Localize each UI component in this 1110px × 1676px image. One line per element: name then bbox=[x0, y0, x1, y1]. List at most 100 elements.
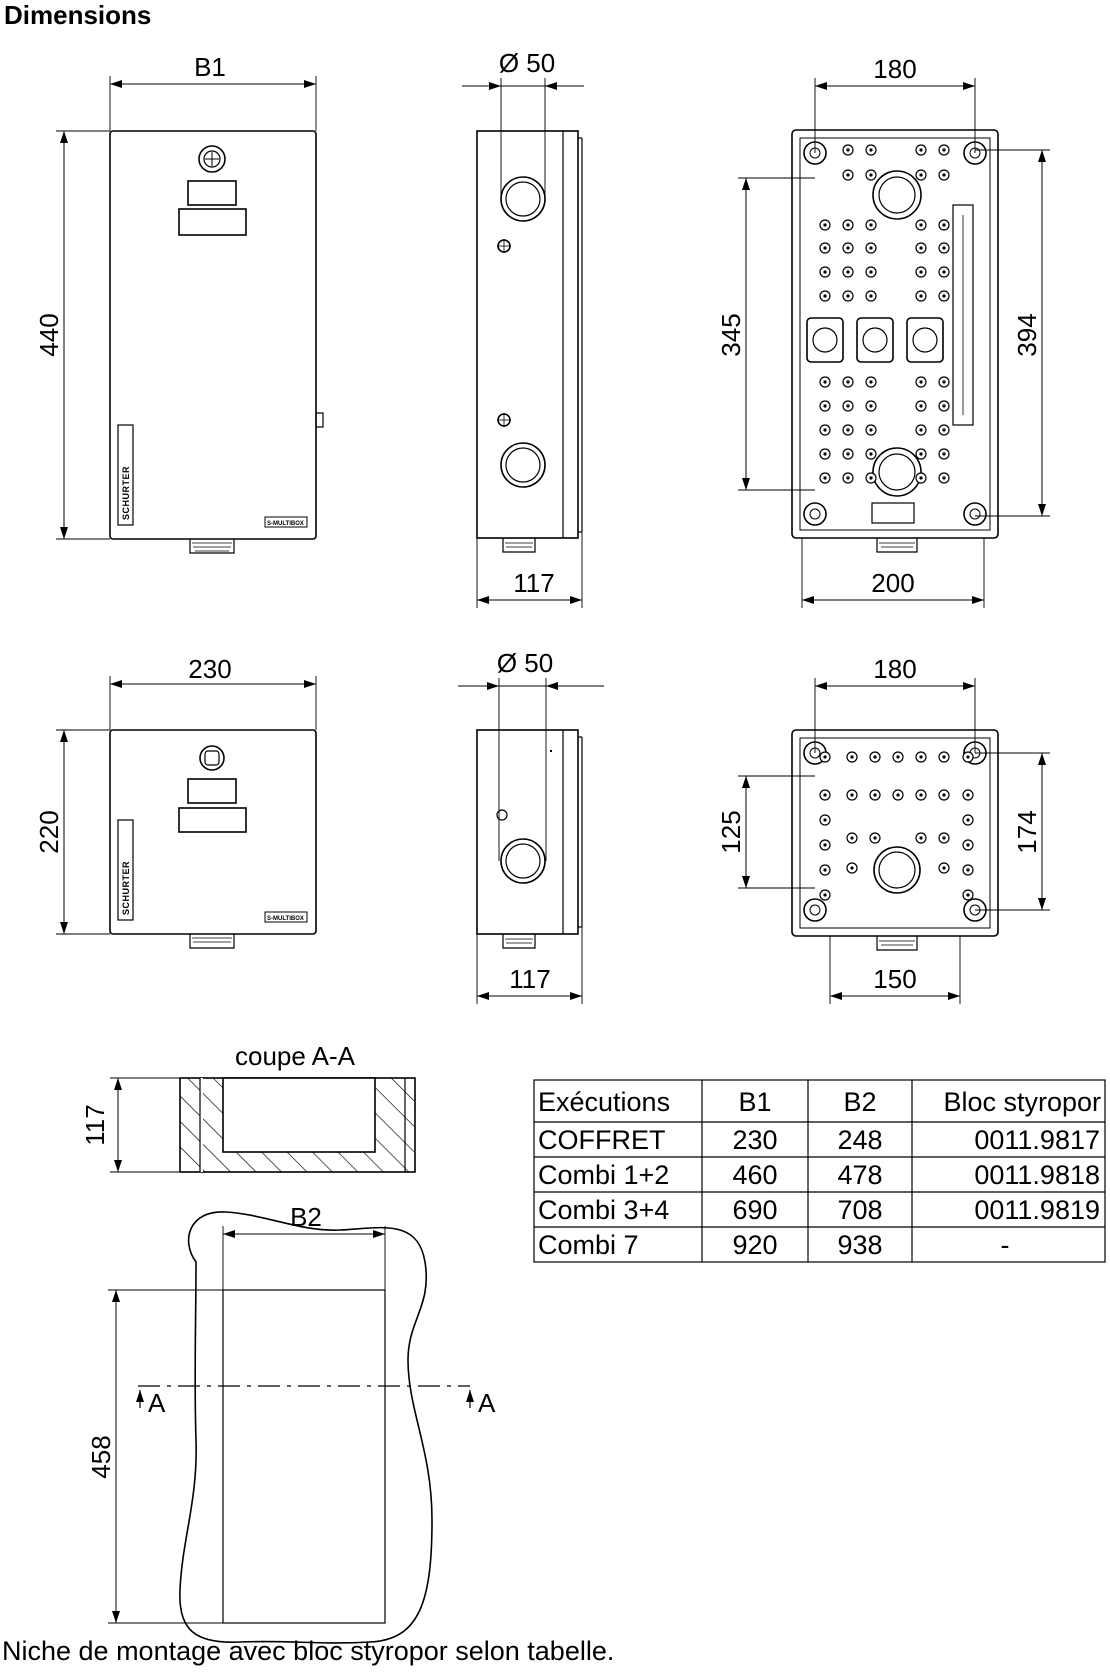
knockout-hole-center bbox=[846, 270, 850, 274]
knockout-hole-center bbox=[942, 793, 946, 797]
knockout-hole-center bbox=[919, 270, 923, 274]
knockout-hole-center bbox=[869, 246, 873, 250]
dim-niche-width: B2 bbox=[290, 1202, 322, 1232]
table-cell: 478 bbox=[837, 1160, 882, 1190]
knockout-hole-center bbox=[942, 836, 946, 840]
knockout-hole-center bbox=[823, 452, 827, 456]
dim-large-back-right: 394 bbox=[1012, 313, 1042, 356]
section-title: coupe A-A bbox=[235, 1041, 356, 1071]
knockout-hole-center bbox=[823, 223, 827, 227]
section-marker-left: A bbox=[148, 1388, 166, 1418]
knockout-hole-center bbox=[919, 223, 923, 227]
knockout-hole-center bbox=[869, 452, 873, 456]
table-cell: 230 bbox=[732, 1125, 777, 1155]
knockout-hole-center bbox=[869, 476, 873, 480]
knockout-hole-center bbox=[846, 380, 850, 384]
table-cell: 460 bbox=[732, 1160, 777, 1190]
knockout-hole-center bbox=[966, 793, 970, 797]
knockout-hole-center bbox=[919, 793, 923, 797]
dim-section-depth: 117 bbox=[80, 1104, 110, 1145]
knockout-hole-center bbox=[823, 793, 827, 797]
dim-small-side-hole: Ø 50 bbox=[497, 648, 553, 678]
table-header-cell: Exécutions bbox=[538, 1087, 670, 1117]
dim-small-back-right: 174 bbox=[1012, 810, 1042, 853]
knockout-hole-center bbox=[823, 246, 827, 250]
table-cell: 690 bbox=[732, 1195, 777, 1225]
dim-small-front-width: 230 bbox=[188, 654, 231, 684]
knockout-hole-center bbox=[919, 755, 923, 759]
knockout-hole-center bbox=[823, 476, 827, 480]
dim-large-side-hole: Ø 50 bbox=[499, 48, 555, 78]
knockout-hole-center bbox=[823, 868, 827, 872]
knockout-hole-center bbox=[869, 404, 873, 408]
knockout-hole-center bbox=[966, 818, 970, 822]
knockout-hole-center bbox=[869, 428, 873, 432]
knockout-hole-center bbox=[942, 476, 946, 480]
knockout-hole-center bbox=[942, 223, 946, 227]
dim-large-back-bottom: 200 bbox=[871, 568, 914, 598]
brand-label-small: SCHURTER bbox=[121, 861, 131, 915]
knockout-hole-center bbox=[846, 223, 850, 227]
knockout-hole-center bbox=[846, 148, 850, 152]
knockout-hole-center bbox=[942, 755, 946, 759]
knockout-hole-center bbox=[942, 173, 946, 177]
table-cell: COFFRET bbox=[538, 1125, 666, 1155]
knockout-hole-center bbox=[850, 793, 854, 797]
section-marker-right: A bbox=[478, 1388, 496, 1418]
small-front-view bbox=[56, 676, 317, 949]
model-label-small: S-MULTIBOX bbox=[267, 916, 304, 922]
section-a-a-view bbox=[110, 1077, 416, 1173]
dim-small-side-depth: 117 bbox=[509, 964, 550, 994]
knockout-hole-center bbox=[846, 173, 850, 177]
knockout-hole-center bbox=[919, 476, 923, 480]
knockout-hole-center bbox=[869, 270, 873, 274]
knockout-hole-center bbox=[846, 452, 850, 456]
knockout-hole-center bbox=[869, 380, 873, 384]
table-cell: - bbox=[1001, 1230, 1010, 1260]
knockout-hole-center bbox=[850, 755, 854, 759]
large-front-view bbox=[56, 76, 324, 554]
knockout-hole-center bbox=[942, 452, 946, 456]
knockout-hole-center bbox=[850, 866, 854, 870]
knockout-hole-center bbox=[823, 818, 827, 822]
large-side-view bbox=[462, 78, 584, 608]
knockout-hole-center bbox=[846, 294, 850, 298]
knockout-hole-center bbox=[873, 793, 877, 797]
knockout-hole-center bbox=[869, 173, 873, 177]
table-cell: 708 bbox=[837, 1195, 882, 1225]
table-cell: Combi 1+2 bbox=[538, 1160, 669, 1190]
knockout-hole-center bbox=[823, 294, 827, 298]
knockout-hole-center bbox=[823, 893, 827, 897]
knockout-hole-center bbox=[823, 270, 827, 274]
knockout-hole-center bbox=[919, 294, 923, 298]
dim-small-back-left: 125 bbox=[716, 810, 746, 853]
knockout-hole-center bbox=[966, 755, 970, 759]
dim-small-height: 220 bbox=[34, 810, 64, 853]
page-title: Dimensions bbox=[4, 0, 151, 30]
table-header-cell: B2 bbox=[843, 1087, 876, 1117]
dim-small-back-bottom: 150 bbox=[873, 964, 916, 994]
knockout-hole-center bbox=[919, 148, 923, 152]
knockout-hole-center bbox=[919, 404, 923, 408]
dim-large-back-left: 345 bbox=[716, 313, 746, 356]
table-cell: 0011.9819 bbox=[974, 1195, 1100, 1225]
table-header-cell: B1 bbox=[738, 1087, 771, 1117]
knockout-hole-center bbox=[942, 404, 946, 408]
knockout-hole-center bbox=[869, 294, 873, 298]
knockout-hole-center bbox=[942, 270, 946, 274]
dim-large-front-width: B1 bbox=[194, 52, 226, 82]
dim-niche-height: 458 bbox=[86, 1435, 116, 1478]
knockout-hole-center bbox=[896, 755, 900, 759]
knockout-hole-center bbox=[942, 428, 946, 432]
knockout-hole-center bbox=[942, 866, 946, 870]
brand-label-large: SCHURTER bbox=[121, 466, 131, 520]
knockout-hole-center bbox=[919, 173, 923, 177]
knockout-hole-center bbox=[919, 452, 923, 456]
knockout-hole-center bbox=[942, 380, 946, 384]
dim-large-side-depth: 117 bbox=[513, 568, 554, 598]
large-back-view bbox=[738, 78, 1050, 608]
table-cell: 920 bbox=[732, 1230, 777, 1260]
